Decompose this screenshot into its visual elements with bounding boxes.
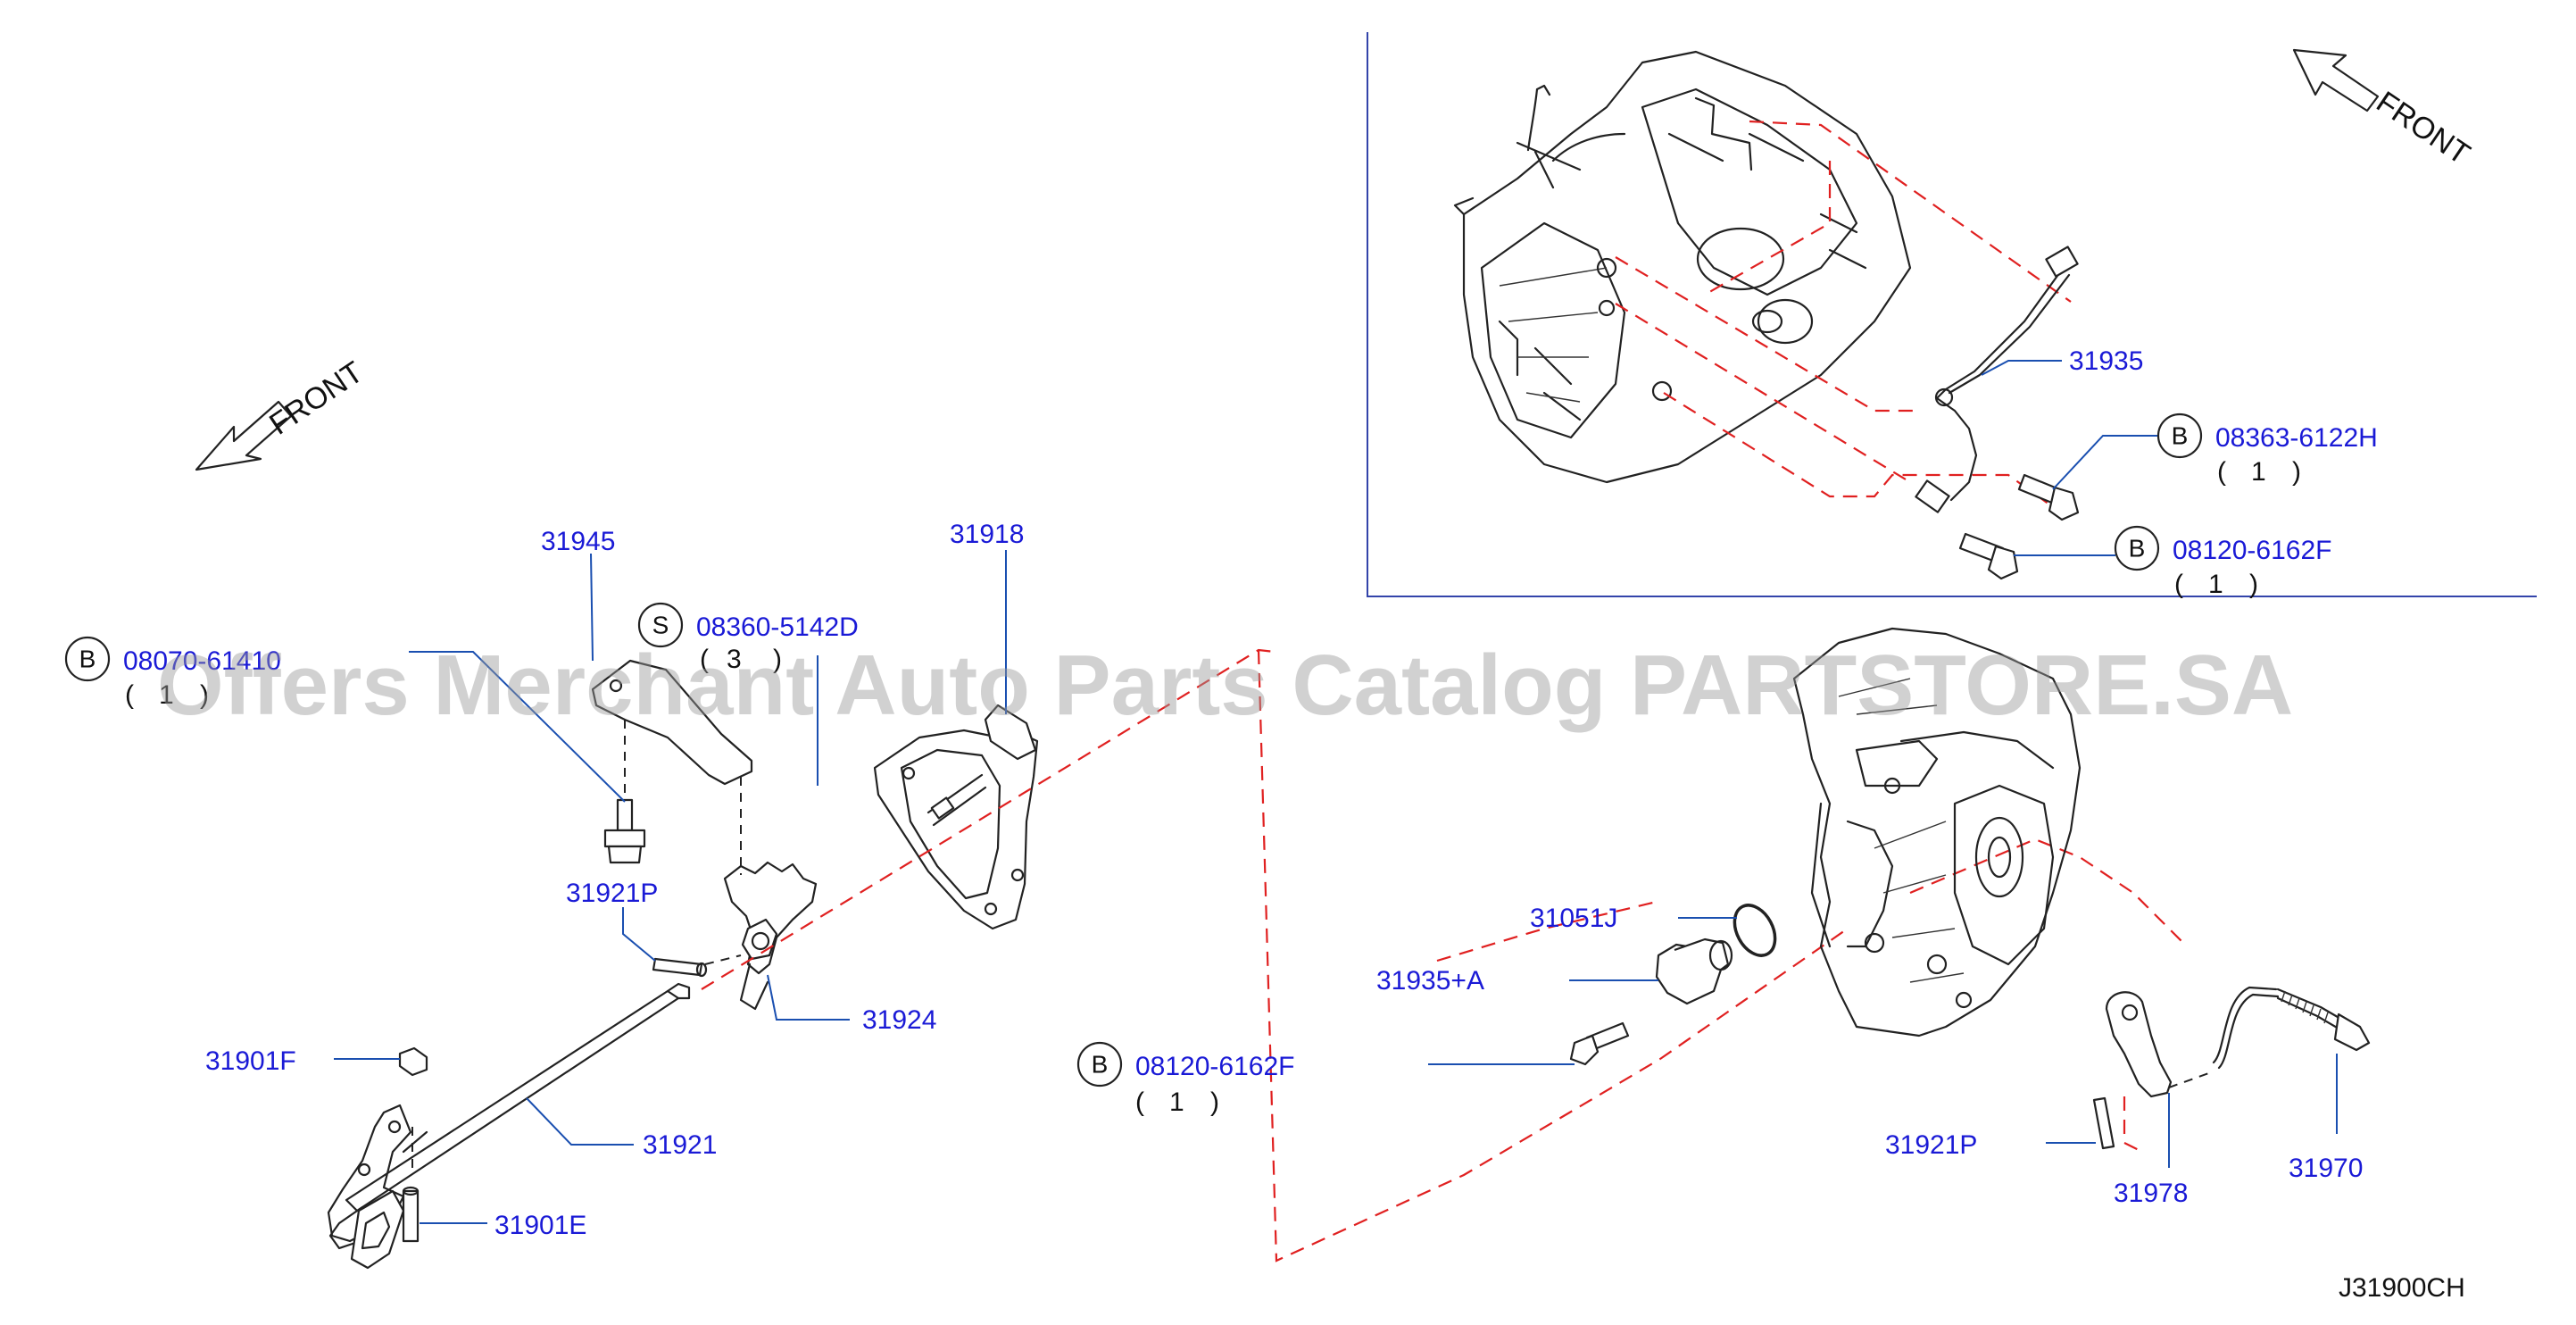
harness-31935 <box>1915 246 2079 513</box>
bolt-left <box>603 720 646 864</box>
bolt-callout-b-center: B 08120-6162F ( 1 ) <box>1076 1041 1294 1117</box>
part-label-31901E: 31901E <box>494 1211 586 1240</box>
guide-line <box>2123 1096 2143 1153</box>
part-label-31921P-right: 31921P <box>1885 1130 1977 1160</box>
svg-text:): ) <box>2292 457 2301 487</box>
pin-31921P-left <box>652 954 742 978</box>
svg-text:(: ( <box>2217 457 2226 487</box>
svg-text:(: ( <box>2174 570 2183 599</box>
guide-line <box>1704 161 1832 296</box>
part-label-31051J: 31051J <box>1530 904 1617 933</box>
bolt-top-2 <box>1958 532 2019 580</box>
front-arrow-left: FRONT <box>195 355 370 471</box>
svg-text:3: 3 <box>727 645 742 674</box>
leader-31921 <box>526 1097 634 1146</box>
front-arrow-icon <box>2292 48 2380 112</box>
svg-text:): ) <box>1210 1088 1219 1117</box>
bolt-callout-s-left: S 08360-5142D ( 3 ) <box>637 602 859 674</box>
transmission-case-icon <box>1453 50 1912 484</box>
leader-31945 <box>590 553 594 662</box>
leader-31935 <box>1981 360 2062 376</box>
watermark: Offers Merchant Auto Parts Catalog PARTS… <box>157 638 2293 733</box>
svg-text:(: ( <box>1135 1088 1144 1117</box>
front-arrow-top: FRONT <box>2292 48 2476 171</box>
guide-line <box>1615 120 2072 514</box>
svg-text:08070-61410: 08070-61410 <box>123 646 281 676</box>
svg-text:08120-6162F: 08120-6162F <box>1135 1052 1294 1081</box>
part-label-31924: 31924 <box>862 1005 936 1035</box>
transmission-case-icon <box>1792 627 2082 1038</box>
svg-text:): ) <box>2249 570 2258 599</box>
guide-line <box>1436 900 1658 962</box>
bolt-callout-b-left: B 08070-61410 ( 1 ) <box>64 636 281 710</box>
harness-31970 <box>2212 986 2371 1070</box>
part-label-31970: 31970 <box>2289 1154 2363 1183</box>
svg-text:B: B <box>79 646 96 673</box>
speed-sensor-icon <box>1655 938 1733 1005</box>
svg-text:B: B <box>2129 535 2146 562</box>
bracket-31978 <box>2105 991 2215 1098</box>
part-label-31921: 31921 <box>643 1130 717 1160</box>
guide-line <box>1257 649 1849 1262</box>
front-arrow-icon <box>195 400 293 471</box>
bolt-callout-b-top2: B 08120-6162F ( 1 ) <box>2114 525 2331 599</box>
bolt-callout-b-top1: B 08363-6122H ( 1 ) <box>2156 412 2378 487</box>
part-label-31918: 31918 <box>950 520 1024 549</box>
leader-b-top1 <box>2052 435 2158 490</box>
part-label-31935A: 31935+A <box>1376 966 1484 996</box>
svg-text:S: S <box>652 612 669 639</box>
leader-31924 <box>767 974 850 1021</box>
part-label-31921P-left: 31921P <box>566 879 658 908</box>
part-label-31945: 31945 <box>541 527 615 556</box>
svg-text:08120-6162F: 08120-6162F <box>2173 536 2331 565</box>
svg-text:): ) <box>773 645 782 674</box>
svg-text:1: 1 <box>2208 570 2223 599</box>
svg-text:): ) <box>200 680 209 710</box>
pin-31921P-right <box>2092 1096 2115 1150</box>
bolt-top-1 <box>2017 473 2080 521</box>
leader-31921P-left <box>622 907 656 962</box>
svg-text:B: B <box>1092 1051 1109 1079</box>
part-label-31935: 31935 <box>2069 346 2143 376</box>
o-ring-31051J <box>1733 904 1777 957</box>
bolt-center <box>1569 1021 1630 1066</box>
svg-text:08360-5142D: 08360-5142D <box>696 612 859 642</box>
front-label-left: FRONT <box>263 355 369 442</box>
svg-text:(: ( <box>125 680 134 710</box>
svg-text:1: 1 <box>2251 457 2266 487</box>
diagram-code: J31900CH <box>2339 1273 2465 1303</box>
svg-text:1: 1 <box>1169 1088 1184 1117</box>
shift-rod-31921 <box>327 982 691 1270</box>
inset-frame <box>1367 32 2537 597</box>
svg-text:(: ( <box>700 645 709 674</box>
svg-text:1: 1 <box>159 680 174 710</box>
leader-b-left <box>409 651 626 803</box>
front-label-top: FRONT <box>2371 85 2476 171</box>
svg-text:08363-6122H: 08363-6122H <box>2215 423 2378 453</box>
part-label-31901F: 31901F <box>205 1046 296 1076</box>
svg-text:B: B <box>2172 422 2189 450</box>
pin-31901E <box>402 1127 420 1243</box>
cover-31918 <box>873 704 1039 930</box>
bracket-31945 <box>591 659 753 786</box>
nut-31901F <box>398 1046 428 1077</box>
part-label-31978: 31978 <box>2114 1179 2188 1208</box>
